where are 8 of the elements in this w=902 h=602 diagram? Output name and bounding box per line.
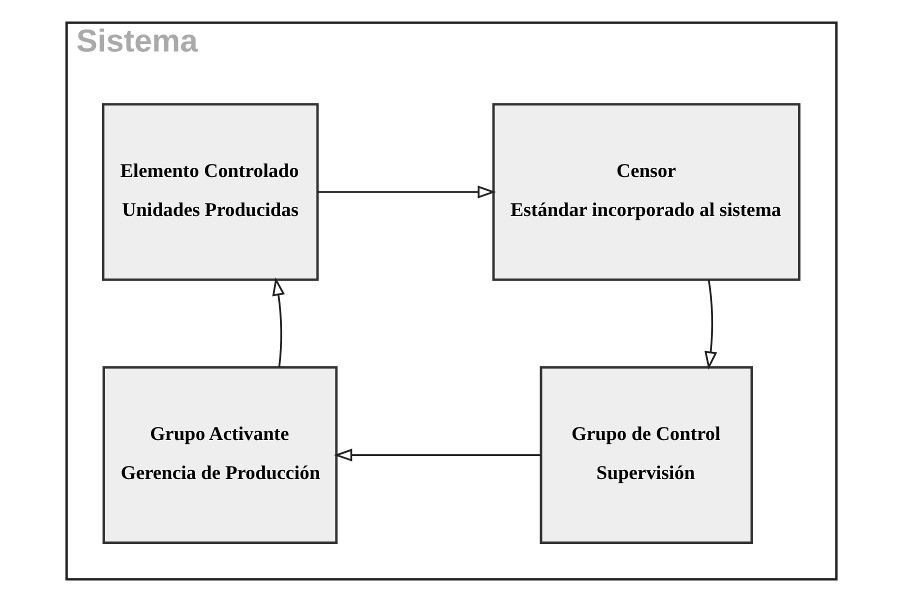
node-box: Censor Estándar incorporado al sistema xyxy=(492,103,800,281)
arrow xyxy=(333,448,540,462)
node-box: Grupo Activante Gerencia de Producción xyxy=(102,366,338,544)
arrow xyxy=(272,277,284,368)
node-box: Elemento Controlado Unidades Producidas xyxy=(101,103,318,281)
arrow xyxy=(317,186,496,198)
arrow xyxy=(704,280,717,370)
node-box: Grupo de Control Supervisión xyxy=(539,366,752,544)
